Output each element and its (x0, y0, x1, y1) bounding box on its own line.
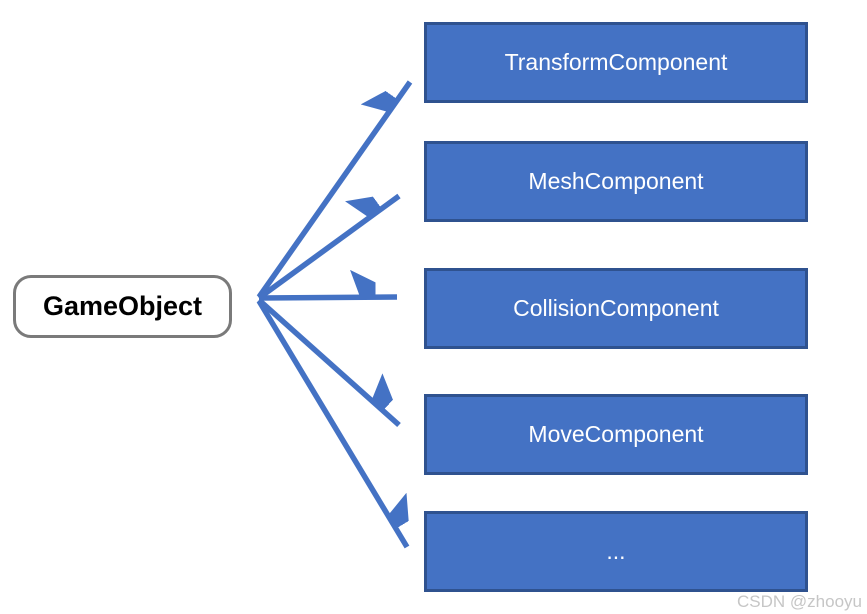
arrow-to-ellipsis-component (256, 299, 407, 549)
component-label: CollisionComponent (513, 295, 719, 321)
component-box-move: MoveComponent (424, 394, 808, 475)
watermark: CSDN @zhooyu (737, 592, 862, 611)
arrow-to-transform-component (256, 80, 413, 299)
component-box-collision: CollisionComponent (424, 268, 808, 349)
component-box-ellipsis: ... (424, 511, 808, 592)
arrow-to-move-component (257, 297, 399, 428)
arrow-to-collision-component (258, 297, 398, 301)
game-object-label: GameObject (42, 291, 203, 321)
component-label: ... (606, 538, 626, 564)
arrow-to-mesh-component (257, 196, 401, 301)
component-label: MoveComponent (528, 421, 704, 447)
component-box-mesh: MeshComponent (424, 141, 808, 222)
game-object-node: GameObject (13, 275, 232, 338)
component-label: MeshComponent (528, 168, 704, 194)
component-label: TransformComponent (504, 49, 728, 75)
component-box-transform: TransformComponent (424, 22, 808, 103)
